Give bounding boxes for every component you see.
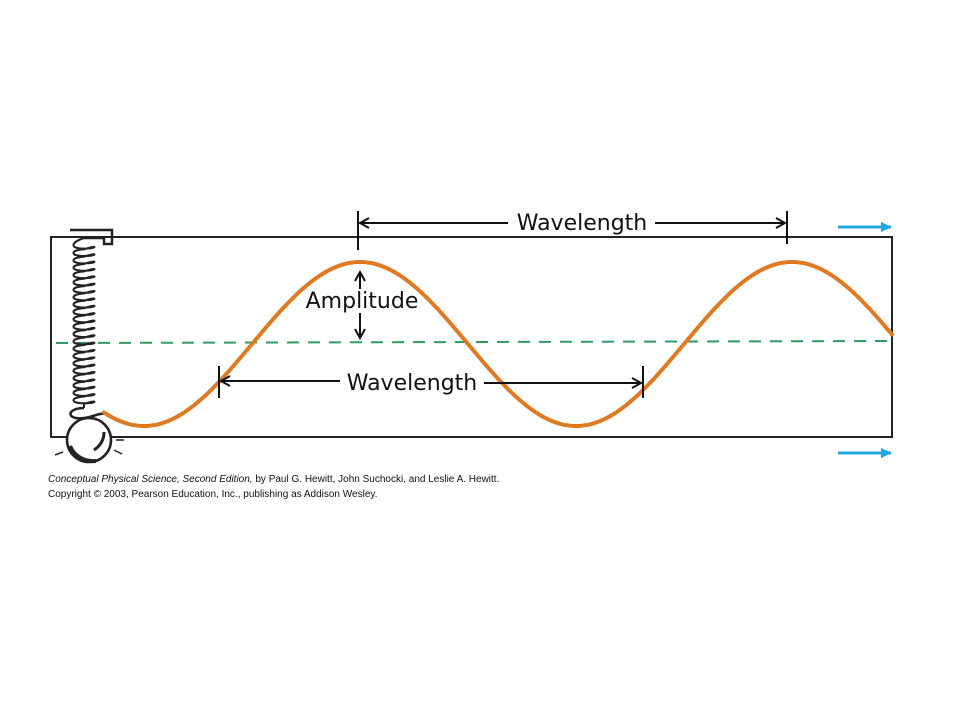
wavelength-top-label: Wavelength [517,211,648,236]
wave-frame [50,236,893,438]
book-credit: Conceptual Physical Science, Second Edit… [48,474,499,485]
wavelength-middle-marker: Wavelength [218,366,644,398]
wavelength-top-marker: Wavelength [357,211,788,250]
amplitude-marker: Amplitude [306,272,419,338]
amplitude-label: Amplitude [306,289,419,314]
equilibrium-line [55,340,893,344]
mass-ball-icon [54,416,124,464]
wave-curve [102,260,894,428]
spring-icon [69,228,114,420]
wavelength-middle-label: Wavelength [347,371,478,396]
book-title: Conceptual Physical Science, Second Edit… [48,474,253,485]
copyright-notice: Copyright © 2003, Pearson Education, Inc… [48,489,378,500]
book-authors: by Paul G. Hewitt, John Suchocki, and Le… [252,474,500,485]
